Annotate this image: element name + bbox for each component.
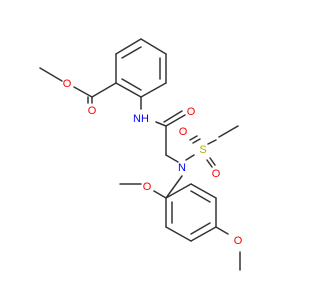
dimethoxyphenyl-ring xyxy=(165,175,217,242)
methyl-ester xyxy=(39,67,117,104)
sulfur-label: S xyxy=(199,144,206,156)
methanesulfonyl xyxy=(185,125,239,168)
amide-oxygen-label: O xyxy=(187,106,196,118)
structure-diagram: O O NH O N S O O O O xyxy=(0,0,300,300)
sulfonyl-oxygen-upper-label: O xyxy=(179,126,188,138)
molecule-canvas: O O NH O N S O O O O xyxy=(0,0,300,300)
ortho-methoxy-oxygen-label: O xyxy=(143,181,152,193)
amide-nh-label: NH xyxy=(133,113,149,125)
methoxy-groups xyxy=(119,183,241,271)
meta-methoxy-oxygen-label: O xyxy=(234,235,243,247)
ester-carbonyl-oxygen-label: O xyxy=(88,105,97,117)
ester-single-oxygen-label: O xyxy=(63,78,72,90)
sulfonyl-oxygen-lower-label: O xyxy=(212,168,221,180)
atom-labels: O O NH O N S O O O O xyxy=(63,78,243,247)
amide-linker xyxy=(140,96,186,163)
benzoate-ring xyxy=(115,38,167,98)
background xyxy=(0,0,300,300)
sulfonamide-nitrogen-label: N xyxy=(178,162,186,174)
